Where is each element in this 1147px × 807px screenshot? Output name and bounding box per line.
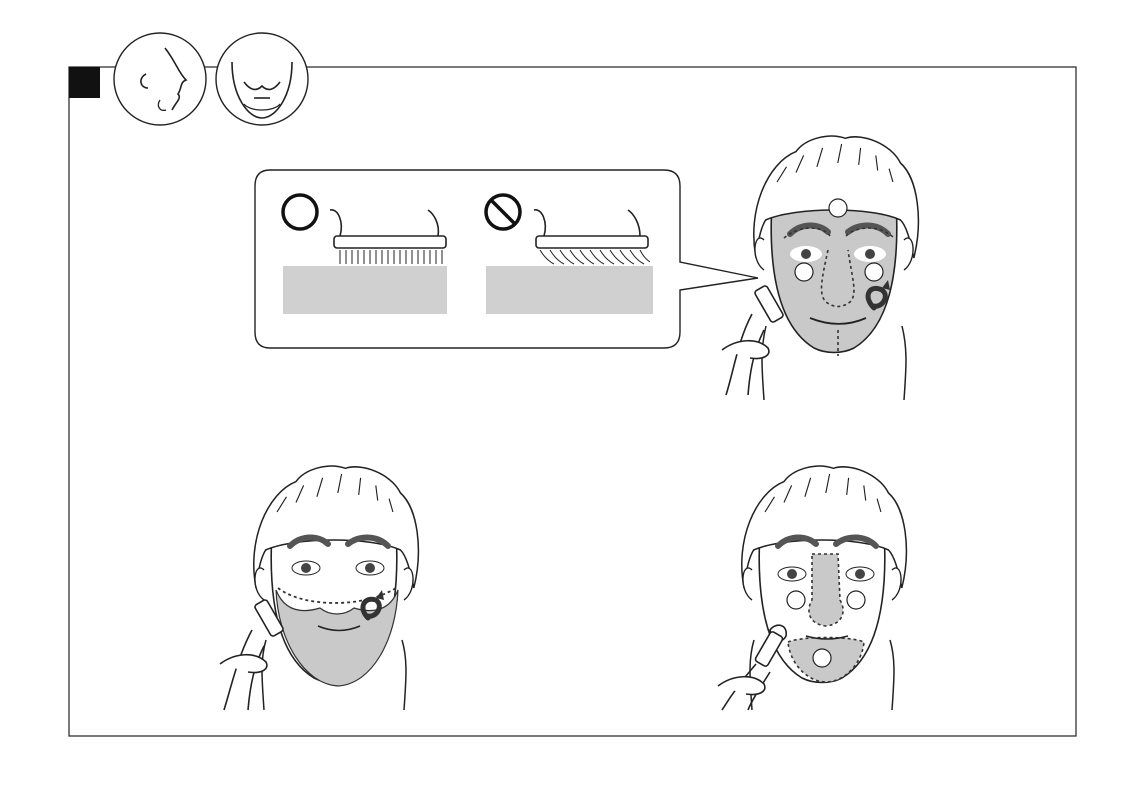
page-frame (69, 67, 1076, 736)
zone-left-cheek (787, 591, 805, 609)
beard-face-icon (216, 33, 308, 125)
skin-surface-correct (283, 266, 447, 314)
zone-chin-marker (813, 649, 831, 667)
zone-nose (809, 554, 843, 626)
step-marker (69, 67, 100, 98)
hand-with-brush (718, 625, 786, 710)
brush-angle-callout (255, 170, 758, 348)
side-face-icon (114, 33, 206, 125)
face-full-cleansing (722, 136, 918, 400)
hand-with-brush (220, 599, 284, 710)
zone-forehead (829, 199, 847, 217)
hand-with-brush (722, 285, 784, 395)
skin-surface-incorrect (486, 266, 653, 314)
face-beard-cleansing (220, 466, 418, 710)
zone-left-cheek (795, 263, 813, 281)
zone-right-cheek (865, 263, 883, 281)
face-t-zone-cleansing (718, 466, 906, 710)
zone-right-cheek (847, 591, 865, 609)
